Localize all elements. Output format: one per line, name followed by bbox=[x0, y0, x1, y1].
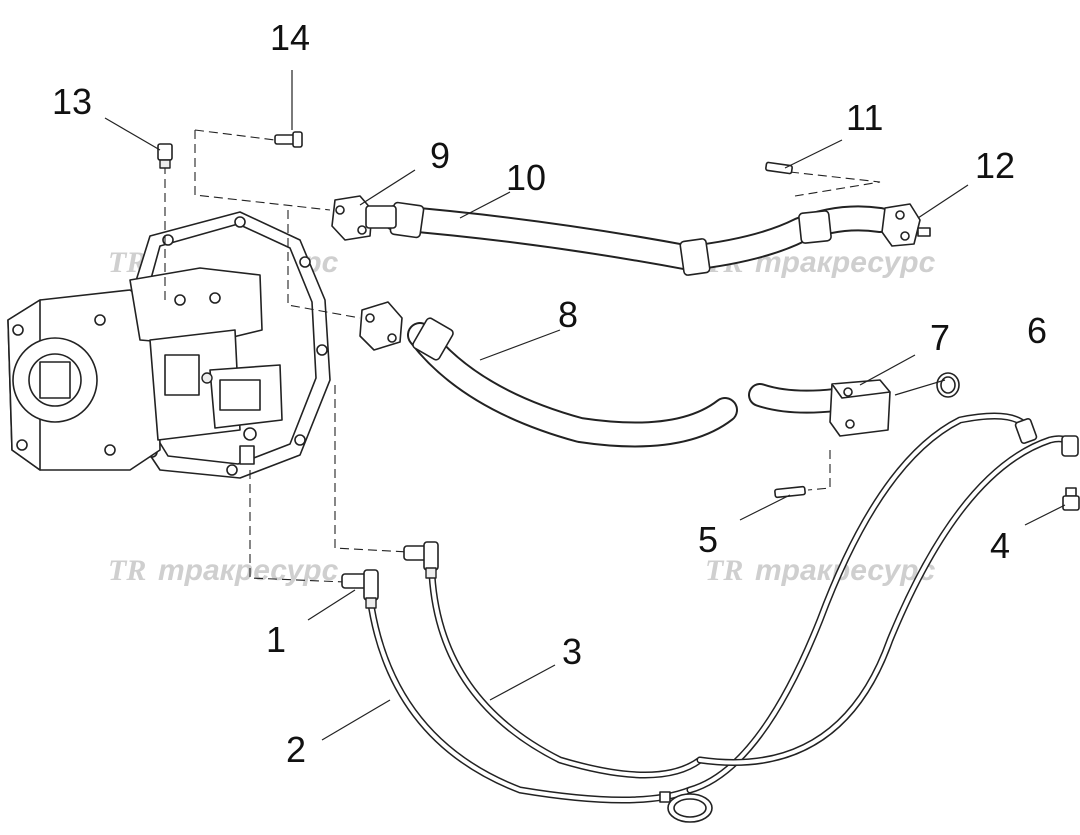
hose-3 bbox=[428, 571, 704, 779]
callout-5: 5 bbox=[698, 519, 718, 560]
watermark-right-bottom: TR тракресурс bbox=[705, 554, 936, 587]
svg-text:тракресурс: тракресурс bbox=[755, 246, 936, 279]
fitting-13 bbox=[157, 143, 173, 169]
callout-2: 2 bbox=[286, 729, 306, 770]
flange-12 bbox=[881, 203, 931, 247]
callout-12: 12 bbox=[975, 145, 1015, 186]
bolt-14 bbox=[274, 131, 303, 148]
long-hose-b bbox=[696, 435, 1076, 766]
callout-14: 14 bbox=[270, 17, 310, 58]
pump-body bbox=[7, 289, 161, 471]
callout-1: 1 bbox=[266, 619, 286, 660]
long-hose-a bbox=[686, 412, 1029, 794]
fitting-1 bbox=[341, 569, 379, 609]
callout-7: 7 bbox=[930, 317, 950, 358]
hose-2 bbox=[366, 594, 694, 804]
watermark-left-bottom: TR тракресурс bbox=[108, 554, 339, 587]
fitting-4 bbox=[1061, 435, 1080, 511]
callout-8: 8 bbox=[558, 294, 578, 335]
pump-control-block bbox=[129, 267, 283, 465]
pump-assembly bbox=[7, 211, 331, 479]
callout-4: 4 bbox=[990, 525, 1010, 566]
callout-11: 11 bbox=[846, 97, 883, 138]
fitting-3-top bbox=[403, 541, 439, 579]
bolt-5 bbox=[774, 485, 806, 499]
callout-13: 13 bbox=[52, 81, 92, 122]
hose-10 bbox=[382, 201, 893, 276]
callout-10: 10 bbox=[506, 157, 546, 198]
o-ring-6 bbox=[936, 372, 960, 398]
flange-9 bbox=[331, 195, 397, 241]
hose-clip bbox=[659, 791, 713, 823]
block-7 bbox=[829, 379, 891, 437]
assembly-lines bbox=[164, 129, 881, 583]
leader-lines bbox=[104, 70, 1066, 741]
bolt-11 bbox=[765, 161, 793, 175]
hose-8 bbox=[407, 317, 847, 448]
callout-6: 6 bbox=[1027, 310, 1047, 351]
callout-3: 3 bbox=[562, 631, 582, 672]
callout-9: 9 bbox=[430, 135, 450, 176]
svg-text:TR: TR bbox=[705, 554, 743, 587]
flange-8-start bbox=[359, 301, 403, 351]
fitting-hose-a-end bbox=[1014, 417, 1038, 445]
svg-text:тракресурс: тракресурс bbox=[158, 554, 339, 587]
svg-text:TR: TR bbox=[108, 554, 146, 587]
